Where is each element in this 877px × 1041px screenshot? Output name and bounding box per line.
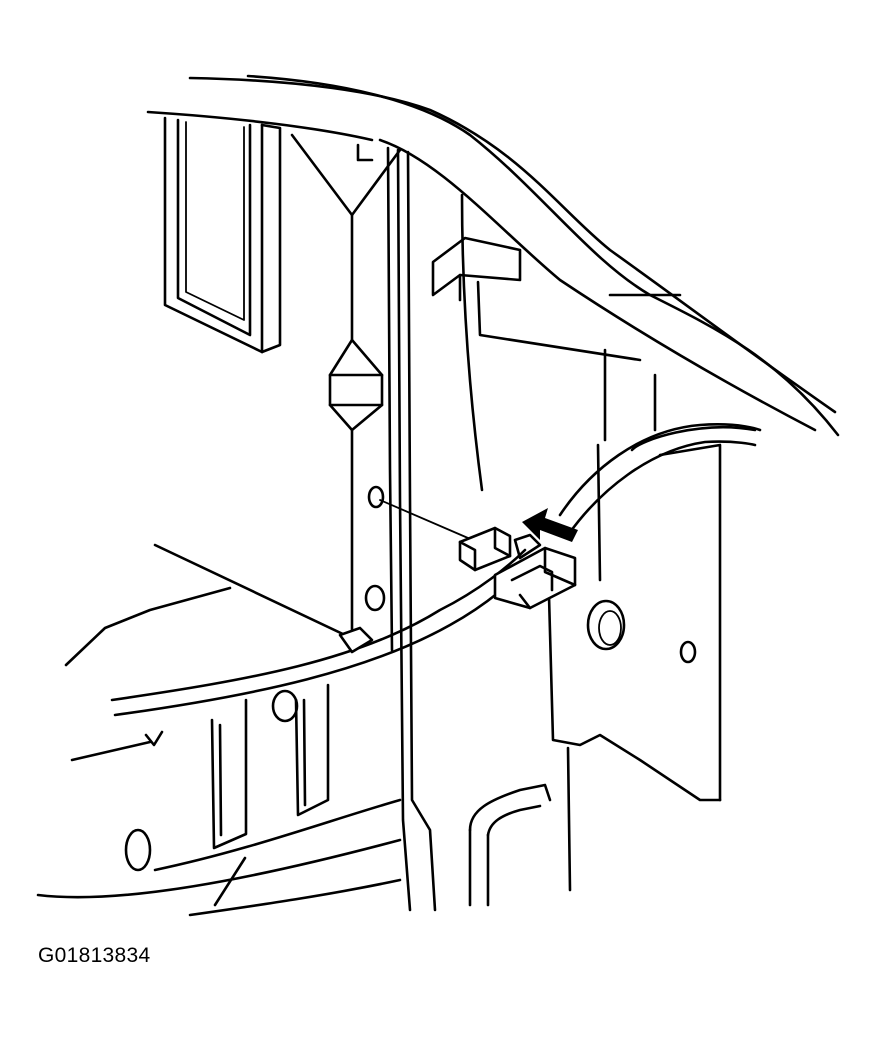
roof-rail (146, 74, 840, 437)
door-frame (431, 193, 757, 892)
door-pocket (468, 783, 552, 907)
door-wiring-illustration (36, 74, 840, 917)
lower-body-panel (36, 543, 402, 917)
wiring-harness (110, 423, 762, 717)
figure-code: G01813834 (38, 944, 151, 967)
window-opening (163, 116, 282, 354)
center-pillar (290, 133, 437, 912)
